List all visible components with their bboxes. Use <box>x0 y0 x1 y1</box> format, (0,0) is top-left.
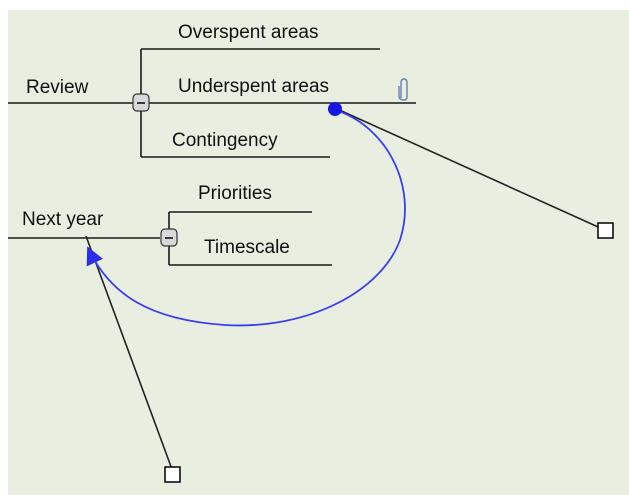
subtopic-overspent-areas-label[interactable]: Overspent areas <box>178 22 318 43</box>
subtopic-underspent-areas-label[interactable]: Underspent areas <box>178 76 329 97</box>
next-year-collapse-toggle[interactable] <box>160 228 178 247</box>
square-handle-icon[interactable] <box>164 466 181 483</box>
subtopic-priorities[interactable]: Priorities <box>198 183 272 204</box>
paperclip-icon[interactable] <box>398 78 408 101</box>
canvas-background <box>8 10 629 495</box>
relationship-link[interactable] <box>85 102 614 483</box>
link-control-line-end <box>85 235 174 473</box>
topic-next-year-label[interactable]: Next year <box>22 209 104 230</box>
subtopic-overspent-areas[interactable]: Overspent areas <box>178 22 318 43</box>
topic-review-label[interactable]: Review <box>26 77 89 98</box>
topic-review[interactable]: Review <box>8 77 132 104</box>
subtopic-priorities-label[interactable]: Priorities <box>198 183 272 204</box>
subtopic-timescale[interactable]: Timescale <box>204 237 290 258</box>
subtopic-contingency-label[interactable]: Contingency <box>172 130 278 151</box>
subtopic-timescale-label[interactable]: Timescale <box>204 237 290 258</box>
square-handle-icon[interactable] <box>597 222 614 239</box>
link-control-line-start <box>334 107 608 232</box>
subtopic-contingency[interactable]: Contingency <box>172 130 278 151</box>
relationship-link-curve[interactable] <box>86 109 406 327</box>
subtopic-underspent-areas[interactable]: Underspent areas <box>178 76 408 101</box>
topic-next-year[interactable]: Next year <box>8 209 160 239</box>
dot-icon[interactable] <box>328 102 342 116</box>
review-collapse-toggle[interactable] <box>132 93 150 112</box>
